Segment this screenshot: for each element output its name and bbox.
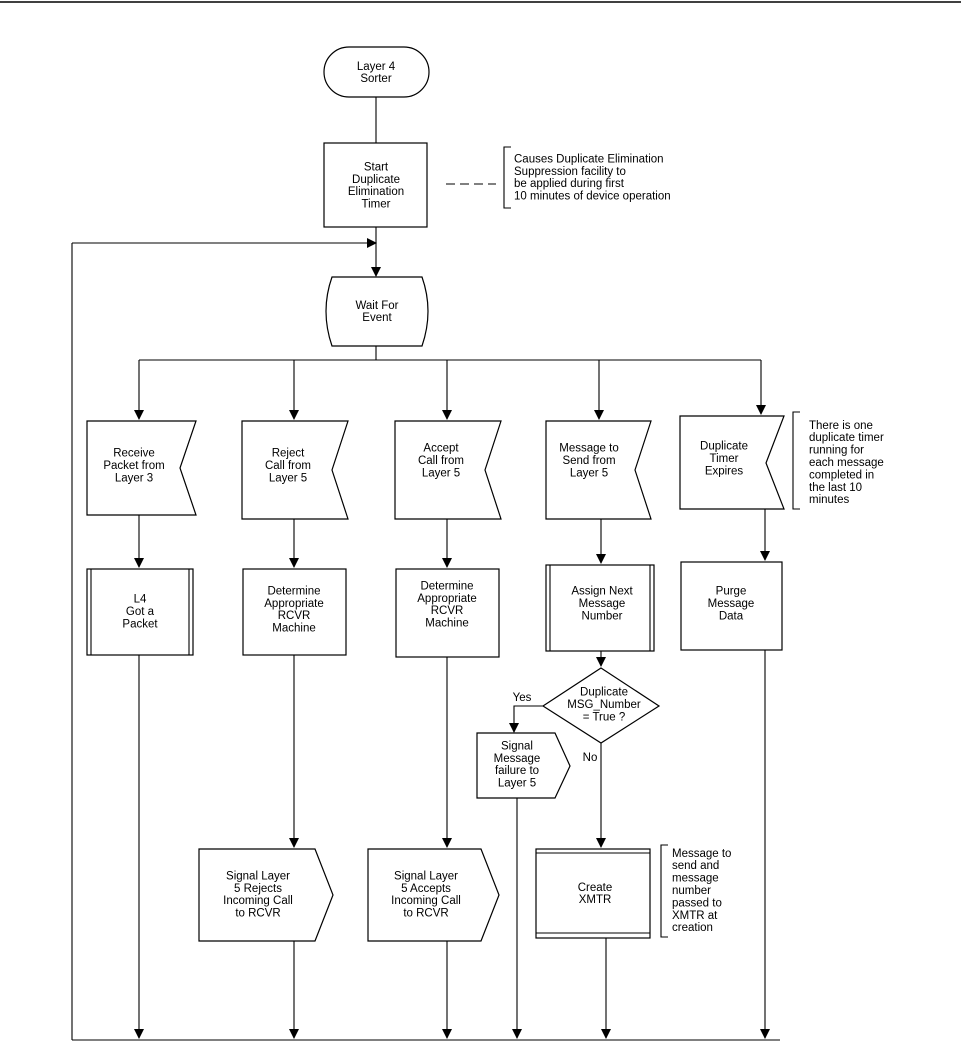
connectors: [71, 97, 780, 1041]
message-failure-shape: [476, 732, 571, 799]
create-xmtr-box: [535, 848, 651, 939]
determine-accept-box: [395, 568, 500, 658]
reject-call-shape: [241, 420, 349, 520]
start-terminal-shape: [323, 46, 430, 98]
accept-call-shape: [394, 420, 502, 520]
expire-note-bracket: [792, 411, 800, 510]
decision-diamond: [541, 667, 661, 744]
accepts-call-shape: [367, 848, 500, 942]
got-packet-box: [86, 568, 194, 656]
assign-number-box: [545, 564, 655, 652]
xmtr-note-bracket: [660, 844, 668, 938]
decision-no-label: No: [583, 752, 598, 764]
start-timer-box: [323, 142, 428, 228]
timer-expires-shape: [679, 415, 785, 510]
connector-decision-yes: [509, 705, 543, 733]
receive-packet-shape: [86, 420, 197, 516]
determine-reject-box: [242, 568, 347, 656]
rejects-call-shape: [198, 848, 334, 942]
decision-yes-label: Yes: [513, 692, 532, 704]
purge-box: [680, 561, 783, 651]
timer-note-bracket: [503, 146, 511, 209]
message-to-send-shape: [545, 420, 652, 520]
shapes: [86, 46, 800, 942]
wait-event-shape: [325, 276, 429, 347]
